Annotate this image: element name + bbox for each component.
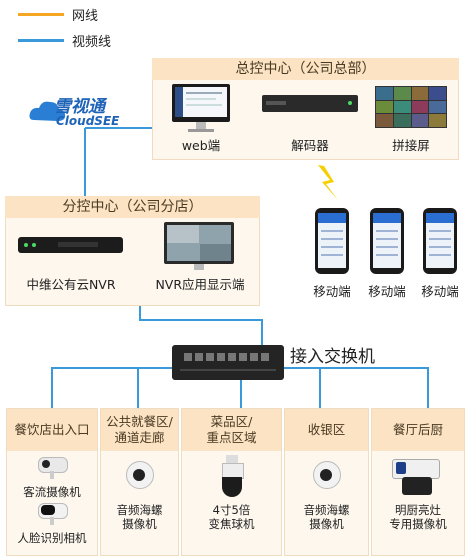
web-label: web端 [181, 138, 221, 153]
mobile-label: 移动端 [368, 284, 406, 299]
speed-dome-icon [220, 455, 244, 499]
splice-screen-icon [375, 86, 447, 128]
legend-video-label: 视频线 [72, 35, 112, 50]
cloudsee-logo: 雪视通 CloudSEE [28, 92, 140, 134]
zone-dish: 菜品区/ 重点区域 4寸5倍 变焦球机 [181, 408, 282, 556]
camera-label: 音频海螺 摄像机 [116, 503, 163, 531]
nvr-label: 中维公有云NVR [26, 277, 116, 292]
camera-label: 4寸5倍 变焦球机 [208, 503, 255, 531]
nvr-icon [18, 237, 123, 253]
branch-title: 分控中心（公司分店） [5, 196, 260, 218]
video-line-branch-switch [139, 305, 263, 345]
mobile-phone-icon [423, 208, 457, 274]
zone-title: 公共就餐区/ 通道走廊 [101, 409, 178, 451]
zone-title: 餐厅后厨 [372, 409, 464, 451]
kitchen-camera-icon [392, 459, 442, 499]
cloud-icon [29, 101, 66, 121]
legend-network: 网线 [18, 5, 98, 24]
mobile-phone-icon [315, 208, 349, 274]
legend-network-label: 网线 [72, 9, 99, 24]
logo-sub: CloudSEE [56, 114, 120, 128]
switch-label: 接入交换机 [290, 347, 375, 367]
camera-label: 人脸识别相机 [17, 531, 87, 545]
bullet-camera-icon [38, 457, 68, 481]
logo-text: 雪视通 [54, 97, 105, 117]
camera-label: 音频海螺 摄像机 [303, 503, 350, 531]
mobile-phone-icon [370, 208, 404, 274]
zone-entrance: 餐饮店出入口 客流摄像机 人脸识别相机 [6, 408, 98, 556]
splice-label: 拼接屏 [392, 138, 430, 153]
video-line-swatch [18, 39, 64, 42]
access-switch-icon [172, 345, 284, 380]
conch-camera-icon [313, 461, 341, 489]
hq-title: 总控中心（公司总部） [152, 58, 459, 80]
wireless-bolt-icon [318, 165, 338, 200]
decoder-icon [262, 95, 358, 112]
zone-cashier: 收银区 音频海螺 摄像机 [284, 408, 369, 556]
camera-label: 明厨亮灶 专用摄像机 [389, 503, 447, 531]
camera-label: 客流摄像机 [23, 485, 81, 499]
face-camera-icon [38, 503, 68, 527]
zone-kitchen: 餐厅后厨 明厨亮灶 专用摄像机 [371, 408, 465, 556]
network-line-swatch [18, 13, 64, 16]
web-monitor-icon [172, 84, 232, 136]
conch-camera-icon [126, 461, 154, 489]
mobile-label: 移动端 [421, 284, 459, 299]
zone-title: 餐饮店出入口 [7, 409, 97, 451]
nvr-display-icon [164, 222, 236, 272]
zone-dining: 公共就餐区/ 通道走廊 音频海螺 摄像机 [100, 408, 179, 556]
zone-title: 菜品区/ 重点区域 [182, 409, 281, 451]
legend-video: 视频线 [18, 31, 111, 50]
decoder-label: 解码器 [291, 138, 329, 153]
zone-title: 收银区 [285, 409, 368, 451]
nvr-display-label: NVR应用显示端 [155, 277, 245, 292]
mobile-label: 移动端 [313, 284, 351, 299]
